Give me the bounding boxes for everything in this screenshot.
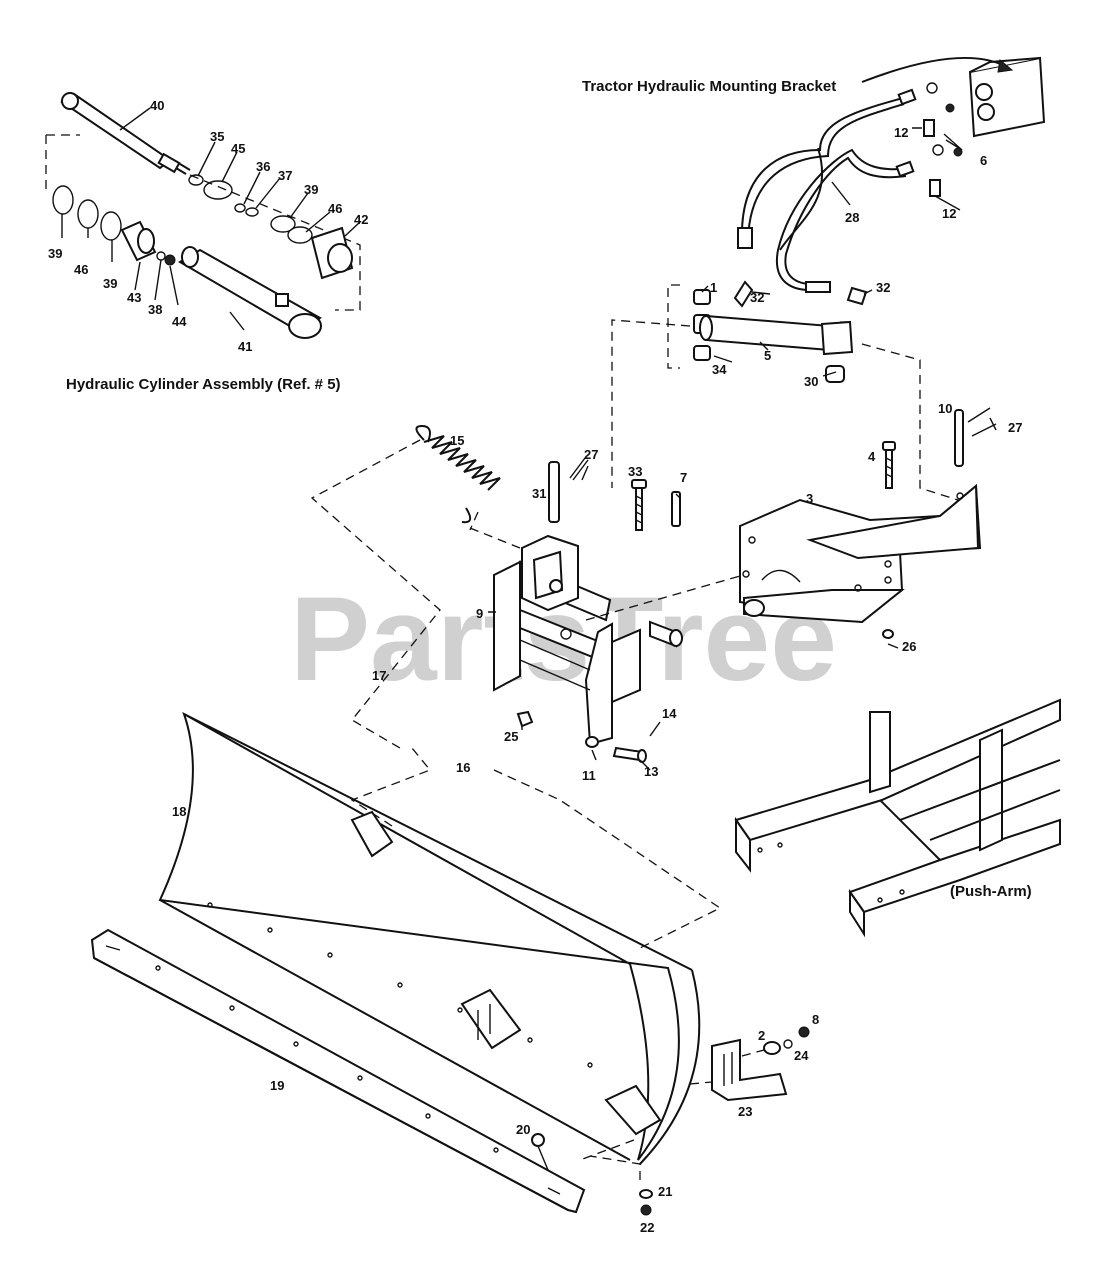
callout-31: 31 <box>532 486 546 501</box>
callout-38: 38 <box>148 302 162 317</box>
callout-27-right: 27 <box>1008 420 1022 435</box>
callout-45: 45 <box>231 141 245 156</box>
callout-7: 7 <box>680 470 687 485</box>
push-arm-label: (Push-Arm) <box>950 883 1032 900</box>
mount-bracket-title: Tractor Hydraulic Mounting Bracket <box>582 78 836 95</box>
skid-hardware <box>531 1026 810 1216</box>
callout-34: 34 <box>712 362 727 377</box>
spring-and-pins <box>310 407 997 749</box>
callout-22: 22 <box>640 1220 654 1235</box>
callout-21: 21 <box>658 1184 672 1199</box>
hydraulic-hoses <box>733 56 1046 308</box>
callout-35: 35 <box>210 129 224 144</box>
plow-blade <box>158 711 701 1165</box>
callout-12-lower: 12 <box>942 206 956 221</box>
callout-40: 40 <box>150 98 164 113</box>
callout-30: 30 <box>804 374 818 389</box>
callout-26: 26 <box>902 639 916 654</box>
cylinder-assembly-exploded <box>45 92 361 339</box>
callout-41: 41 <box>238 339 252 354</box>
callout-46-upper: 46 <box>328 201 342 216</box>
callout-36: 36 <box>256 159 270 174</box>
callout-43: 43 <box>127 290 141 305</box>
callout-3: 3 <box>806 491 813 506</box>
callout-17: 17 <box>372 668 386 683</box>
mount-frame <box>488 465 683 771</box>
callout-12-upper: 12 <box>894 125 908 140</box>
callout-42: 42 <box>354 212 368 227</box>
callout-33: 33 <box>628 464 642 479</box>
callout-32-left: 32 <box>750 290 764 305</box>
wear-bar <box>90 928 586 1214</box>
callout-8: 8 <box>812 1012 819 1027</box>
callout-19: 19 <box>270 1078 284 1093</box>
callout-20: 20 <box>516 1122 530 1137</box>
callout-4: 4 <box>868 449 876 464</box>
callout-10: 10 <box>938 401 952 416</box>
push-arm-frame <box>734 698 1061 938</box>
callout-23: 23 <box>738 1104 752 1119</box>
callout-18: 18 <box>172 804 186 819</box>
callout-46-left: 46 <box>74 262 88 277</box>
callout-labels: 40 35 45 36 37 39 46 42 39 46 39 43 38 4… <box>48 98 1022 1235</box>
callout-39-upper: 39 <box>304 182 318 197</box>
callout-14: 14 <box>662 706 677 721</box>
pivot-plate <box>493 483 982 951</box>
callout-16: 16 <box>456 760 470 775</box>
callout-5: 5 <box>764 348 771 363</box>
callout-13: 13 <box>644 764 658 779</box>
callout-25: 25 <box>504 729 518 744</box>
callout-39-mid: 39 <box>103 276 117 291</box>
callout-44: 44 <box>172 314 187 329</box>
callout-2: 2 <box>758 1028 765 1043</box>
callout-1: 1 <box>710 280 717 295</box>
callout-32-right: 32 <box>876 280 890 295</box>
callout-39-left: 39 <box>48 246 62 261</box>
callout-28: 28 <box>845 210 859 225</box>
callout-9: 9 <box>476 606 483 621</box>
callout-27-left: 27 <box>584 447 598 462</box>
cylinder-assembly-title: Hydraulic Cylinder Assembly (Ref. # 5) <box>66 376 341 393</box>
callout-15: 15 <box>450 433 464 448</box>
callout-37: 37 <box>278 168 292 183</box>
callout-24: 24 <box>794 1048 809 1063</box>
callout-6: 6 <box>980 153 987 168</box>
callout-11: 11 <box>582 768 596 783</box>
cylinder-5 <box>611 284 959 501</box>
